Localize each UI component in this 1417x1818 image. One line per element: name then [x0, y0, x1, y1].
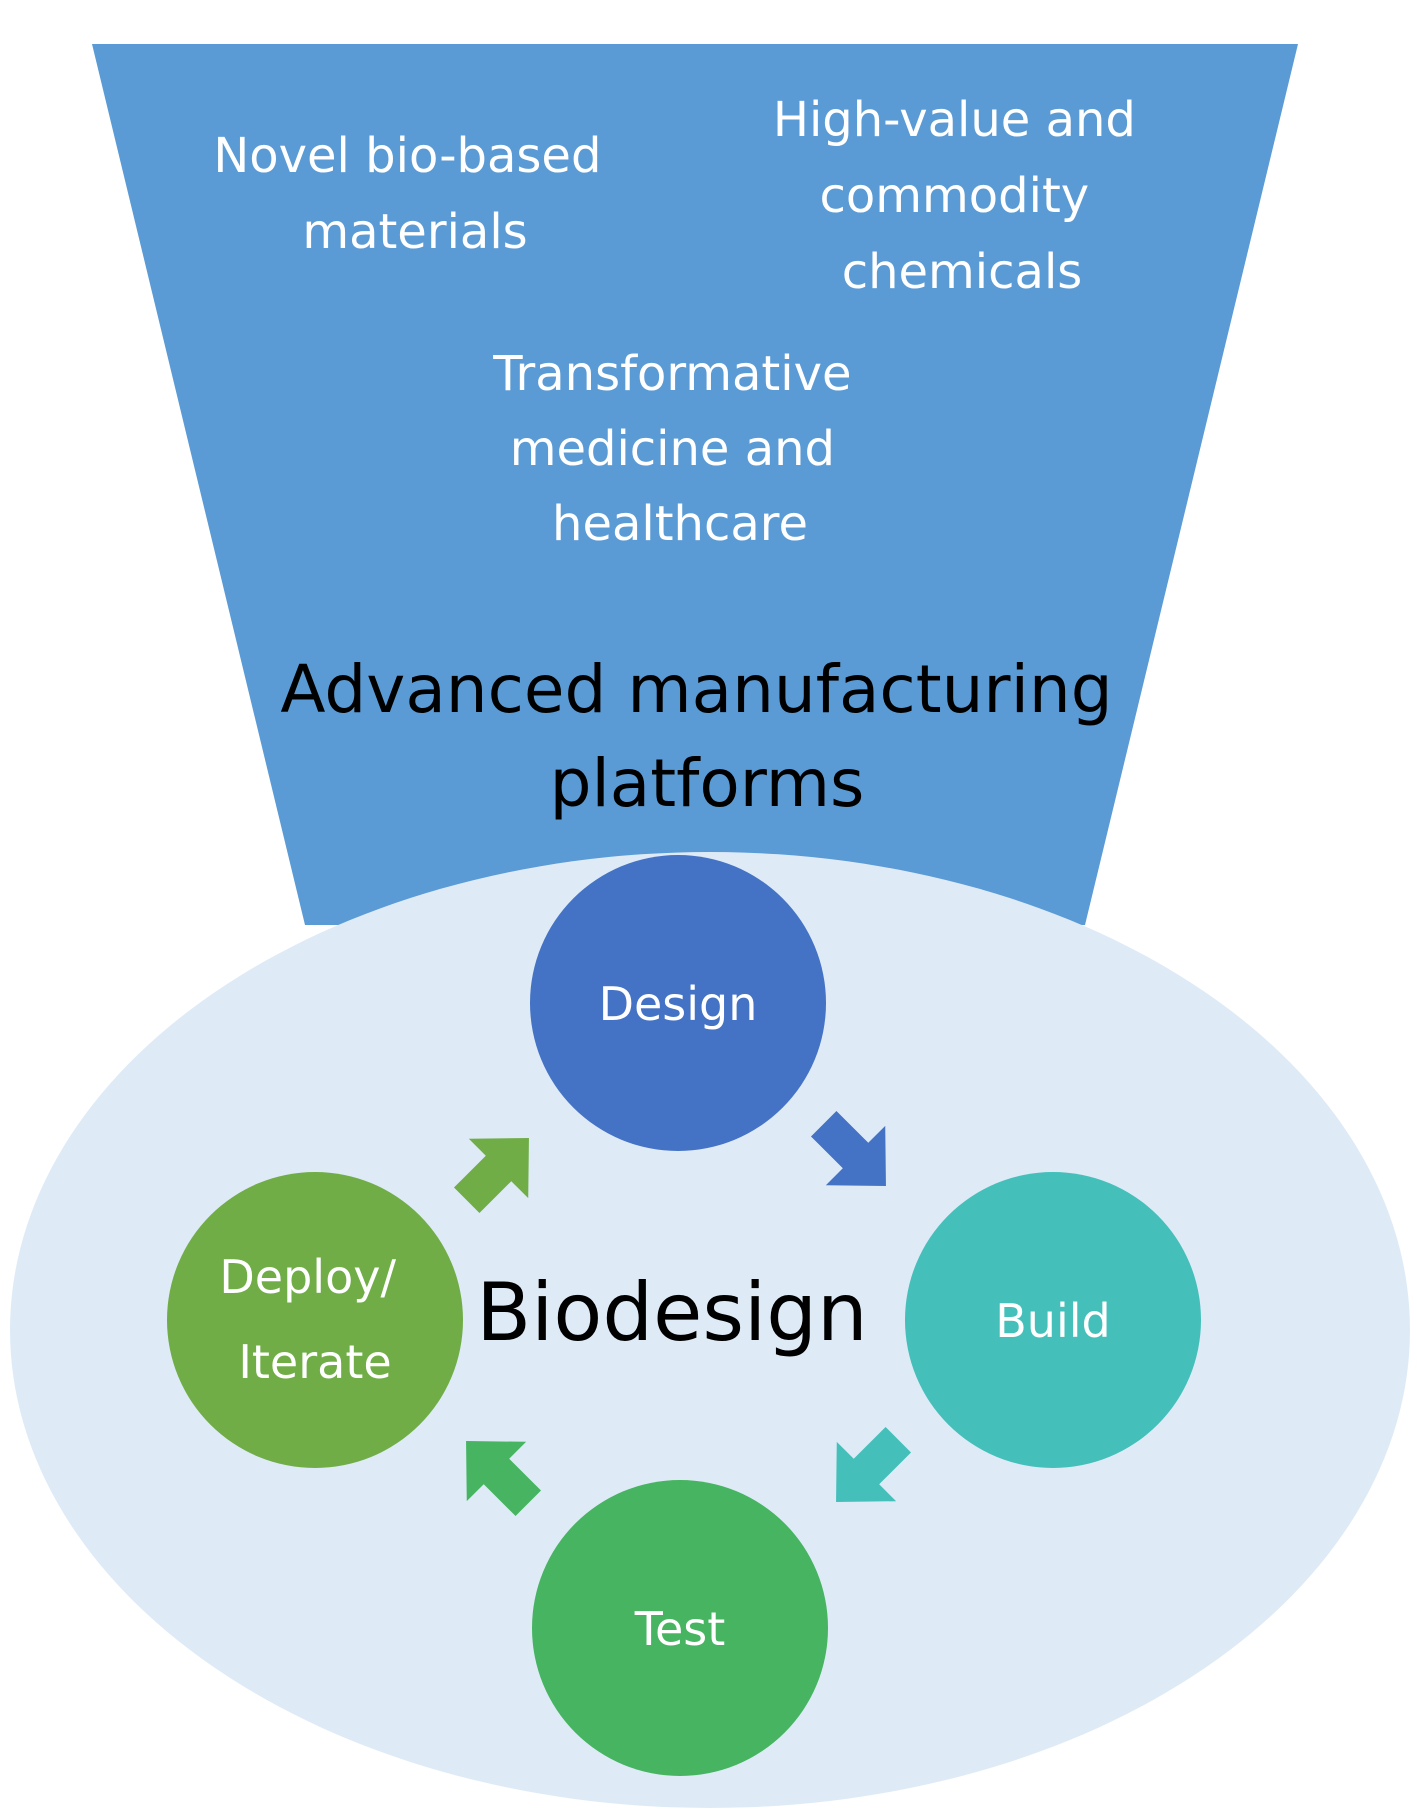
medicine-line-3: healthcare [552, 496, 808, 552]
deploy-line-1: Deploy/ [219, 1250, 396, 1304]
deploy-node [167, 1172, 463, 1468]
arrow-test-to-deploy [466, 1441, 542, 1517]
arrow-deploy-to-design [453, 1138, 529, 1214]
medicine-line-2: medicine and [510, 421, 835, 477]
platforms-label: Advanced manufacturing platforms [280, 651, 1133, 822]
chemicals-line-1: High-value and [773, 92, 1136, 148]
arrow-design-to-build [810, 1110, 886, 1186]
test-label: Test [634, 1602, 726, 1656]
medicine-label: Transformative medicine and healthcare [492, 346, 867, 552]
deploy-label: Deploy/ Iterate [219, 1250, 410, 1389]
test-node [532, 1480, 828, 1776]
arrow-design-to-build-shape [810, 1110, 886, 1186]
biodesign-ellipse [10, 852, 1410, 1808]
platforms-line-1: Advanced manufacturing [280, 651, 1112, 728]
arrow-deploy-to-design-shape [453, 1138, 529, 1214]
materials-line-2: materials [302, 204, 527, 260]
deploy-line-2: Iterate [238, 1335, 391, 1389]
funnel-shape [92, 44, 1298, 925]
arrow-test-to-deploy-shape [466, 1441, 542, 1517]
platforms-line-2: platforms [550, 745, 865, 822]
chemicals-line-3: chemicals [842, 244, 1083, 300]
arrow-build-to-test [836, 1426, 912, 1502]
chemicals-label: High-value and commodity chemicals [773, 92, 1151, 300]
materials-label: Novel bio-based materials [213, 128, 616, 260]
build-node [905, 1172, 1201, 1468]
biodesign-label: Biodesign [476, 1266, 867, 1359]
design-node [530, 855, 826, 1151]
design-label: Design [599, 977, 758, 1031]
materials-line-1: Novel bio-based [213, 128, 601, 184]
chemicals-line-2: commodity [820, 168, 1090, 224]
build-label: Build [995, 1294, 1110, 1348]
arrow-build-to-test-shape [836, 1426, 912, 1502]
medicine-line-1: Transformative [492, 346, 851, 402]
